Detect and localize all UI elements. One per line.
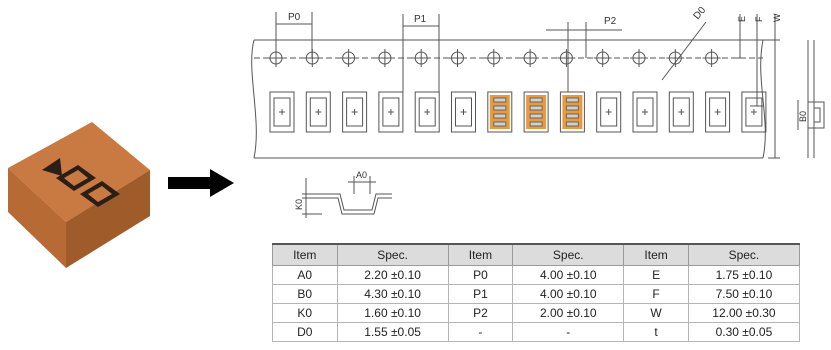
empty-pocket [705, 91, 731, 133]
table-cell: 12.00 ±0.30 [687, 303, 801, 323]
empty-pocket [741, 91, 767, 133]
table-cell: 4.00 ±0.10 [512, 265, 625, 285]
header-item-1: Item [272, 243, 338, 266]
dimension-lines [275, 12, 780, 159]
table-cell: 4.00 ±0.10 [512, 284, 625, 304]
table-row: A0 2.20 ±0.10 P0 4.00 ±0.10 E 1.75 ±0.10 [272, 265, 801, 285]
table-cell: K0 [272, 303, 338, 323]
table-cell: 1.55 ±0.05 [336, 322, 449, 342]
spec-table-header-row: Item Spec. Item Spec. Item Spec. [272, 243, 801, 266]
table-cell: 4.30 ±0.10 [336, 284, 449, 304]
table-cell: A0 [272, 265, 338, 285]
empty-pocket [378, 91, 404, 133]
marking-square-2-inner [88, 186, 112, 202]
component-pockets [269, 91, 767, 133]
table-cell: W [623, 303, 689, 323]
empty-pocket [342, 91, 368, 133]
spec-table: Item Spec. Item Spec. Item Spec. A0 2.20… [272, 243, 801, 342]
empty-pocket [596, 91, 622, 133]
empty-pocket [414, 91, 440, 133]
empty-pocket [668, 91, 694, 133]
label-k0: K0 [294, 199, 304, 210]
header-spec-3: Spec. [687, 243, 801, 266]
table-cell: 7.50 ±0.10 [687, 284, 801, 304]
table-cell: t [623, 322, 689, 342]
table-cell: D0 [272, 322, 338, 342]
table-cell: 2.20 ±0.10 [336, 265, 449, 285]
polarity-triangle-mark [42, 158, 62, 176]
label-d0: D0 [692, 5, 709, 22]
label-p1: P1 [414, 14, 427, 25]
label-p0: P0 [288, 12, 301, 23]
header-item-2: Item [447, 243, 514, 266]
table-row: K0 1.60 ±0.10 P2 2.00 ±0.10 W 12.00 ±0.3… [272, 303, 801, 323]
label-a0: A0 [356, 170, 367, 180]
table-cell: E [623, 265, 689, 285]
table-cell: - [447, 322, 514, 342]
empty-pocket [305, 91, 331, 133]
loaded-pocket [559, 91, 585, 133]
loaded-pocket [523, 91, 549, 133]
table-cell: - [512, 322, 625, 342]
loaded-pocket [487, 91, 513, 133]
marking-square-1-inner [64, 170, 88, 186]
table-row: B0 4.30 ±0.10 P1 4.00 ±0.10 F 7.50 ±0.10 [272, 284, 801, 304]
table-row: D0 1.55 ±0.05 - - t 0.30 ±0.05 [272, 322, 801, 342]
label-w: W [772, 13, 782, 22]
sprocket-holes [267, 49, 721, 67]
header-spec-2: Spec. [512, 243, 625, 266]
pocket-cross-section: A0 K0 [294, 170, 392, 218]
empty-pocket [632, 91, 658, 133]
table-cell: 1.75 ±0.10 [687, 265, 801, 285]
label-p2: P2 [604, 16, 617, 27]
header-spec-1: Spec. [336, 243, 449, 266]
table-cell: 0.30 ±0.05 [687, 322, 801, 342]
table-cell: F [623, 284, 689, 304]
label-b0: B0 [798, 111, 808, 122]
direction-arrow [168, 169, 234, 197]
empty-pocket [269, 91, 295, 133]
label-f: F [754, 16, 764, 22]
table-cell: P2 [447, 303, 514, 323]
table-cell: P1 [447, 284, 514, 304]
empty-pocket [451, 91, 476, 133]
table-cell: 1.60 ±0.10 [336, 303, 449, 323]
component-front-face [8, 168, 66, 268]
table-cell: P0 [447, 265, 514, 285]
smd-component-illustration [8, 122, 150, 268]
tape-side-profile [797, 40, 825, 158]
component-side-face [66, 170, 150, 268]
table-cell: 2.00 ±0.10 [512, 303, 625, 323]
carrier-tape-drawing: P0 P1 P2 D0 E F W B0 [251, 5, 825, 159]
header-item-3: Item [623, 243, 689, 266]
label-e: E [737, 16, 747, 22]
table-cell: B0 [272, 284, 338, 304]
